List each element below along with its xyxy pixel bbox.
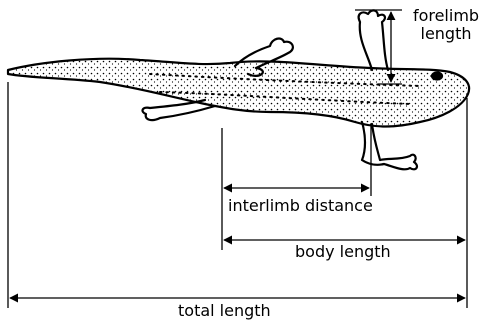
total-length-label: total length <box>178 302 271 320</box>
forelimb-label-line2: length <box>408 25 484 43</box>
forelimb-label-line1: forelimb <box>408 7 484 25</box>
interlimb-distance-label: interlimb distance <box>228 197 373 215</box>
forelimb-upper <box>359 10 388 70</box>
salamander-eye <box>432 73 442 80</box>
forelimb-length-label: forelimb length <box>408 7 484 43</box>
salamander-drawing <box>8 10 469 169</box>
body-length-label: body length <box>295 243 391 261</box>
salamander-body-outline <box>8 59 469 127</box>
forelimb-lower <box>362 122 417 169</box>
